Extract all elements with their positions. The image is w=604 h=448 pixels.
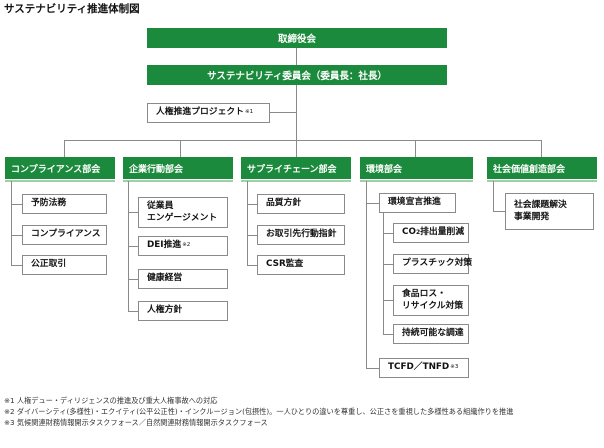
item-preventive-legal: 予防法務: [22, 194, 107, 214]
item-employee-engagement: 従業員 エンゲージメント: [138, 197, 228, 228]
dept-compliance: コンプライアンス部会: [5, 157, 115, 182]
item-csr-audit: CSR監査: [257, 255, 345, 275]
col4-sub-spine: [383, 213, 384, 334]
item-employee-engagement-line1: 従業員: [147, 200, 174, 211]
item-social-business-dev: 社会課題解決 事業開発: [505, 193, 594, 230]
col3-tick: [247, 235, 257, 236]
item-food-loss-line1: 食品ロス・: [402, 288, 446, 299]
col4-sub-tick: [383, 300, 393, 301]
col4-spine: [366, 181, 367, 369]
item-environment-declaration: 環境宣言推進: [379, 193, 456, 213]
human-rights-project-box: 人権推進プロジェクト※1: [147, 103, 270, 123]
connector-board-committee: [296, 48, 297, 65]
col4-sub-tick: [383, 264, 393, 265]
item-employee-engagement-line2: エンゲージメント: [147, 212, 218, 223]
item-quality-policy: 品質方針: [257, 194, 345, 214]
item-social-line1: 社会課題解決: [514, 199, 567, 210]
dept-social-value: 社会価値創造部会: [487, 157, 597, 182]
committee-box: サステナビリティ委員会（委員長：社長）: [147, 65, 447, 85]
item-dei: DEI推進※2: [138, 236, 228, 256]
footnote-1: ※1 人権デュー・ディリジェンスの推進及び重大人権事故への対応: [4, 396, 218, 405]
connector-dept-3: [296, 140, 297, 157]
item-tcfd-note-ref: ※3: [450, 364, 459, 371]
connector-dept-4: [415, 140, 416, 157]
col1-tick: [11, 235, 22, 236]
col1-tick: [11, 265, 22, 266]
item-social-line2: 事業開発: [514, 211, 550, 222]
connector-dept-1: [64, 140, 65, 157]
item-co2-sub: 2: [415, 228, 421, 236]
col2-tick: [128, 212, 138, 213]
col3-tick: [247, 265, 257, 266]
col4-sub-tick: [383, 334, 393, 335]
col2-tick: [128, 311, 138, 312]
item-co2-rest: 排出量削減: [420, 227, 465, 238]
footnote-3: ※3 気候関連財務情報開示タスクフォース／自然関連財務情報開示タスクフォース: [4, 418, 268, 427]
item-dei-label: DEI推進: [147, 240, 182, 251]
footnote-2: ※2 ダイバーシティ(多様性)・エクイティ(公平公正性)・インクルージョン(包摂…: [4, 407, 514, 416]
item-supplier-code: お取引先行動指針: [257, 225, 345, 245]
item-food-loss-recycle: 食品ロス・ リサイクル対策: [393, 285, 469, 316]
dept-corporate-conduct: 企業行動部会: [123, 157, 233, 182]
item-compliance: コンプライアンス: [22, 225, 107, 245]
dept-environment: 環境部会: [360, 157, 473, 182]
item-sustainable-procurement: 持続可能な調達: [393, 324, 469, 344]
col4-tick: [366, 203, 379, 204]
col1-spine: [11, 181, 12, 266]
chart-title: サステナビリティ推進体制図: [4, 3, 140, 15]
col5-tick: [493, 211, 505, 212]
col3-spine: [247, 181, 248, 266]
item-co2-label: CO: [402, 227, 416, 238]
project-label: 人権推進プロジェクト: [156, 107, 244, 118]
item-tcfd-label: TCFD／TNFD: [388, 362, 450, 373]
col4-tick: [366, 368, 379, 369]
item-dei-note-ref: ※2: [182, 242, 191, 249]
item-tcfd-tnfd: TCFD／TNFD※3: [379, 358, 469, 378]
item-plastic-measures: プラスチック対策: [393, 254, 472, 274]
item-human-rights-policy: 人権方針: [138, 301, 228, 321]
col4-sub-tick: [383, 233, 393, 234]
connector-dept-5: [541, 140, 542, 157]
connector-project: [270, 112, 297, 113]
project-note-ref: ※1: [244, 109, 254, 116]
col1-tick: [11, 204, 22, 205]
col2-tick: [128, 279, 138, 280]
col2-tick: [128, 246, 138, 247]
item-food-loss-line2: リサイクル対策: [402, 300, 464, 311]
col5-spine: [493, 181, 494, 212]
item-fair-trade: 公正取引: [22, 255, 107, 275]
item-health-management: 健康経営: [138, 269, 228, 289]
connector-horizontal-bus: [64, 140, 542, 141]
dept-supply-chain: サプライチェーン部会: [241, 157, 351, 182]
board-box: 取締役会: [147, 28, 447, 48]
connector-dept-2: [180, 140, 181, 157]
col3-tick: [247, 204, 257, 205]
